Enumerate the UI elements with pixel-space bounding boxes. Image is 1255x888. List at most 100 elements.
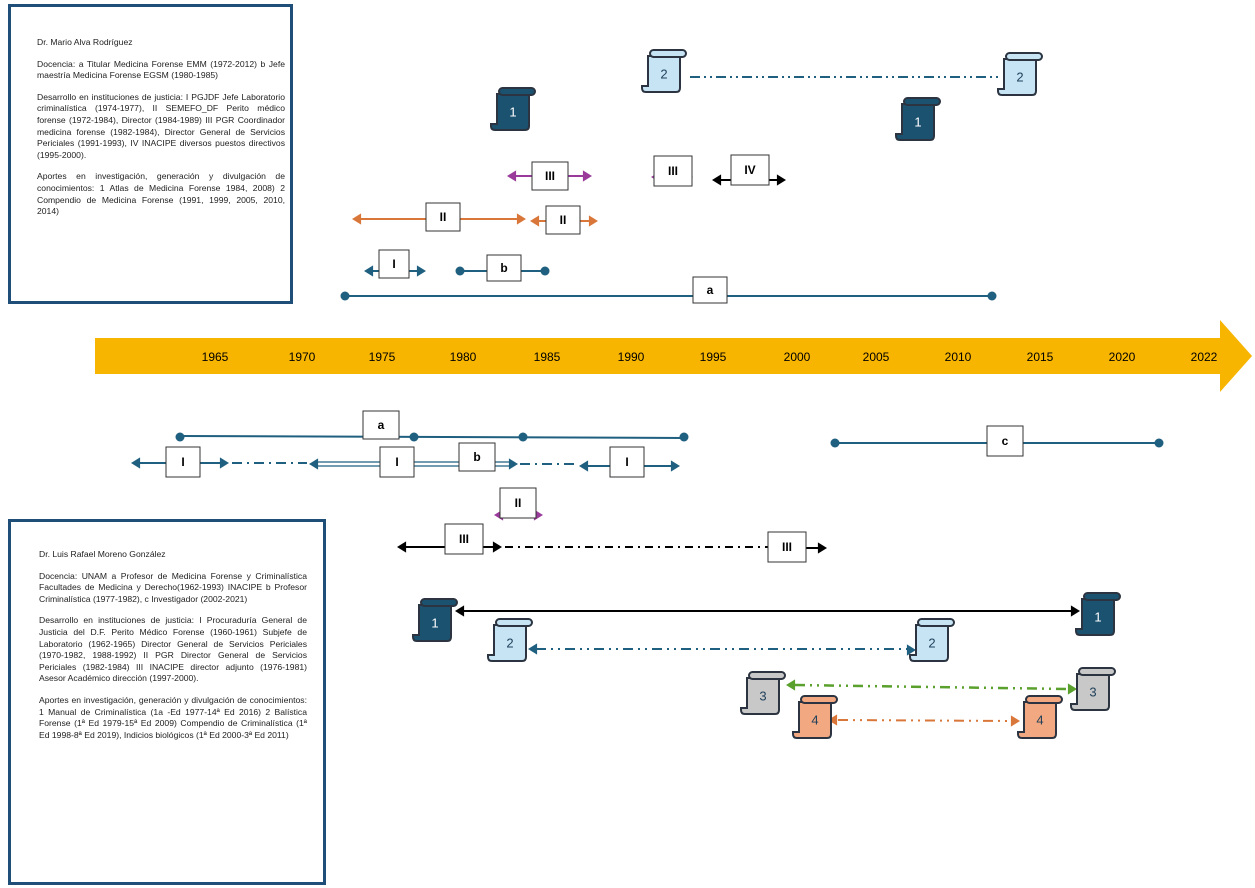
axis-year-1975: 1975: [369, 350, 396, 364]
axis-year-1980: 1980: [450, 350, 477, 364]
lower-span-a-dot-0: [175, 432, 185, 442]
upper-label-I-box: [378, 249, 410, 279]
lower-label-III-b-text: III: [782, 540, 792, 554]
upper-label-II-b-box: [545, 205, 581, 235]
axis-year-1985: 1985: [534, 350, 561, 364]
lower-link-3-head-left: [786, 679, 796, 691]
lower-label-I-a-box: [165, 446, 201, 478]
lower-span-a-dot-1: [409, 432, 419, 442]
upper-scroll-2-a: [641, 49, 687, 93]
upper-label-b-box: [486, 254, 522, 282]
upper-span-b-dot-start: [455, 266, 465, 276]
lower-label-a-box: [362, 410, 400, 440]
upper-arrow-I-head-right: [416, 265, 426, 277]
lower-scroll-3-b-body: [1070, 673, 1110, 711]
lower-scroll-2-b-body: [909, 624, 949, 662]
axis-year-2010: 2010: [945, 350, 972, 364]
lower-scroll-2-b: [909, 618, 955, 662]
lower-span-c-dot-end: [1154, 438, 1164, 448]
axis-year-2015: 2015: [1027, 350, 1054, 364]
lower-scroll-2-b-number: 2: [928, 636, 935, 651]
bio-moreno-docencia: Docencia: UNAM a Profesor de Medicina Fo…: [39, 570, 307, 604]
bio-alva-docencia: Docencia: a Titular Medicina Forense EMM…: [37, 58, 285, 81]
lower-scroll-1-b-body: [1075, 598, 1115, 636]
lower-scroll-2-a-number: 2: [506, 636, 513, 651]
lower-span-a-dot-2: [518, 432, 528, 442]
lower-scroll-3-b-number: 3: [1089, 685, 1096, 700]
lower-label-III-a-box: [444, 523, 484, 555]
upper-arrow-III-a-head-right: [582, 170, 592, 182]
lower-scroll-4-b-body: [1017, 701, 1057, 739]
upper-span-a-dot-end: [987, 291, 997, 301]
lower-scroll-1-a: [412, 598, 458, 642]
lower-scroll-1-b: [1075, 592, 1121, 636]
lower-link-1-head-right: [1070, 605, 1080, 617]
lower-scroll-4-a-number: 4: [811, 713, 818, 728]
upper-label-II-a-box: [425, 202, 461, 232]
lower-link-3-line: [794, 683, 1069, 691]
upper-span-b-dot-end: [540, 266, 550, 276]
axis-year-2000: 2000: [784, 350, 811, 364]
lower-scroll-3-a: [740, 671, 786, 715]
upper-arrow-IV-head-left: [712, 174, 722, 186]
lower-scroll-2-b-roll: [917, 618, 955, 627]
lower-label-I-b-box: [379, 446, 415, 478]
upper-label-I-text: I: [392, 257, 395, 271]
lower-scroll-3-b-roll: [1078, 667, 1116, 676]
axis-year-1995: 1995: [700, 350, 727, 364]
lower-link-1-head-left: [455, 605, 465, 617]
lower-arrow-I-start-head: [131, 457, 141, 469]
lower-span-c-dot-start: [830, 438, 840, 448]
lower-label-I-c-text: I: [625, 455, 628, 469]
upper-arrow-III-a-head-left: [507, 170, 517, 182]
upper-scroll-2-b-roll: [1005, 52, 1043, 61]
upper-scroll-2-a-body: [641, 55, 681, 93]
lower-label-I-c-box: [609, 446, 645, 478]
upper-scroll-1-b-roll: [903, 97, 941, 106]
lower-arrow-III-b-head-right: [817, 542, 827, 554]
lower-label-I-a-text: I: [181, 455, 184, 469]
axis-year-2005: 2005: [863, 350, 890, 364]
bio-moreno-justicia: Desarrollo en instituciones de justicia:…: [39, 615, 307, 684]
upper-scroll-1-b: [895, 97, 941, 141]
lower-link-2-head-left: [528, 643, 538, 655]
upper-arrow-I-head-left: [364, 265, 374, 277]
lower-scroll-1-b-roll: [1083, 592, 1121, 601]
upper-arrow-II-b-head-left: [530, 215, 540, 227]
lower-scroll-3-a-body: [740, 677, 780, 715]
lower-link-4-head-right: [1010, 715, 1020, 727]
bio-box-moreno: Dr. Luis Rafael Moreno González Docencia…: [8, 519, 326, 885]
upper-scroll-1-a-number: 1: [509, 105, 516, 120]
lower-arrow-I-seg1-head: [219, 457, 229, 469]
lower-link-4-line: [837, 719, 1012, 722]
lower-scroll-1-a-roll: [420, 598, 458, 607]
upper-label-IV-box: [730, 154, 770, 186]
lower-span-a-line: [179, 435, 685, 439]
upper-scroll-1-a-body: [490, 93, 530, 131]
upper-label-a-text: a: [707, 283, 714, 297]
bio-alva-justicia: Desarrollo en instituciones de justicia:…: [37, 91, 285, 160]
lower-scroll-2-a-roll: [495, 618, 533, 627]
axis-year-1970: 1970: [289, 350, 316, 364]
upper-arrow-II-a-head-left: [352, 213, 362, 225]
lower-label-II-text: II: [515, 496, 522, 510]
upper-scroll-1-a: [490, 87, 536, 131]
upper-label-III-b-box: [653, 155, 693, 187]
lower-label-III-b-box: [767, 531, 807, 563]
lower-link-3-head-right: [1067, 683, 1077, 695]
timeline-axis: [95, 320, 1252, 392]
upper-span-a-dot-start: [340, 291, 350, 301]
lower-scroll-2-a: [487, 618, 533, 662]
upper-label-II-b-text: II: [560, 213, 567, 227]
upper-label-a-box: [692, 276, 728, 304]
upper-scroll-1-b-body: [895, 103, 935, 141]
lower-label-a-text: a: [378, 418, 385, 432]
bio-moreno-name: Dr. Luis Rafael Moreno González: [39, 549, 166, 559]
lower-arrow-I-seg2-head-right: [508, 458, 518, 470]
lower-label-II-box: [499, 487, 537, 519]
upper-scroll-2-b: [997, 52, 1043, 96]
upper-scroll-1-a-roll: [498, 87, 536, 96]
bio-alva-aportes: Aportes en investigación, generación y d…: [37, 171, 285, 217]
upper-label-II-a-text: II: [440, 210, 447, 224]
